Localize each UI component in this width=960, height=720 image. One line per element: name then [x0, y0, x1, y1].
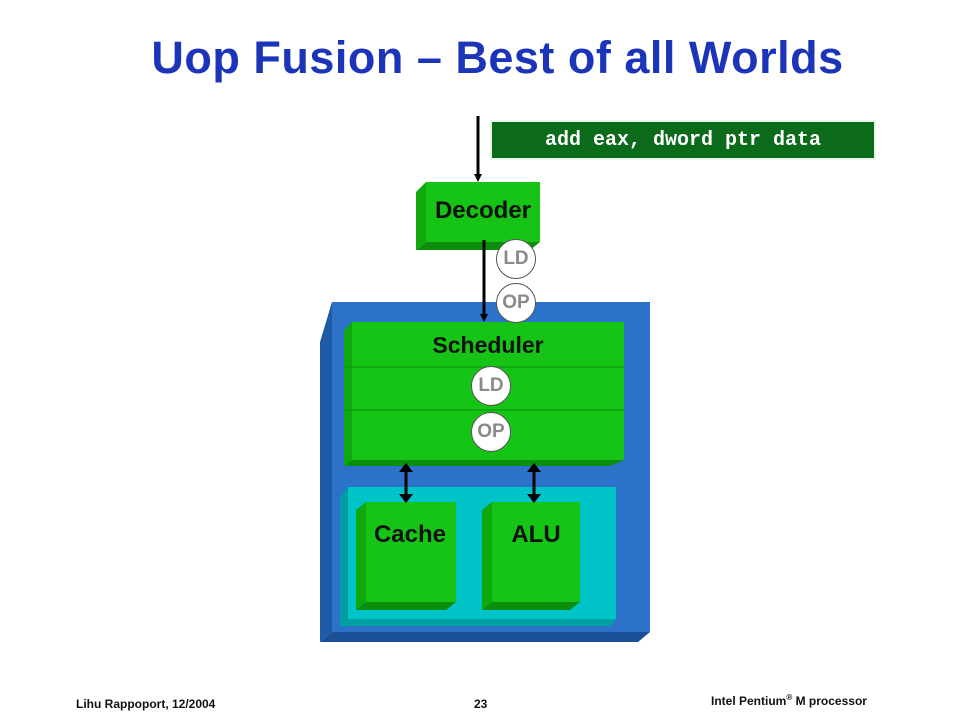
alu-label: ALU	[511, 521, 561, 548]
decoder-block	[416, 182, 540, 250]
footer-product-prefix: Intel Pentium	[711, 694, 787, 708]
scheduler-alu-arrow	[527, 463, 541, 503]
footer-page-number: 23	[474, 697, 488, 711]
footer-product-suffix: M processor	[792, 694, 867, 708]
footer-author-date: Lihu Rappoport, 12/2004	[76, 697, 216, 711]
footer-product-mark: ®	[786, 693, 793, 702]
slide-title: Uop Fusion – Best of all Worlds	[151, 32, 844, 83]
decoder-ld-uop: LD	[496, 239, 536, 279]
scheduler-op-uop: OP	[471, 412, 511, 452]
scheduler-cache-arrow	[399, 463, 413, 503]
cache-label: Cache	[373, 521, 447, 548]
scheduler-label: Scheduler	[432, 332, 544, 358]
decoder-op-uop: OP	[496, 283, 536, 323]
alu-block	[482, 502, 580, 610]
instruction-box: add eax, dword ptr data	[490, 120, 876, 160]
cache-block	[356, 502, 456, 610]
footer-product: Intel Pentium® M processor	[711, 693, 867, 708]
scheduler-ld-uop: LD	[471, 366, 511, 406]
decoder-label: Decoder	[434, 197, 532, 224]
